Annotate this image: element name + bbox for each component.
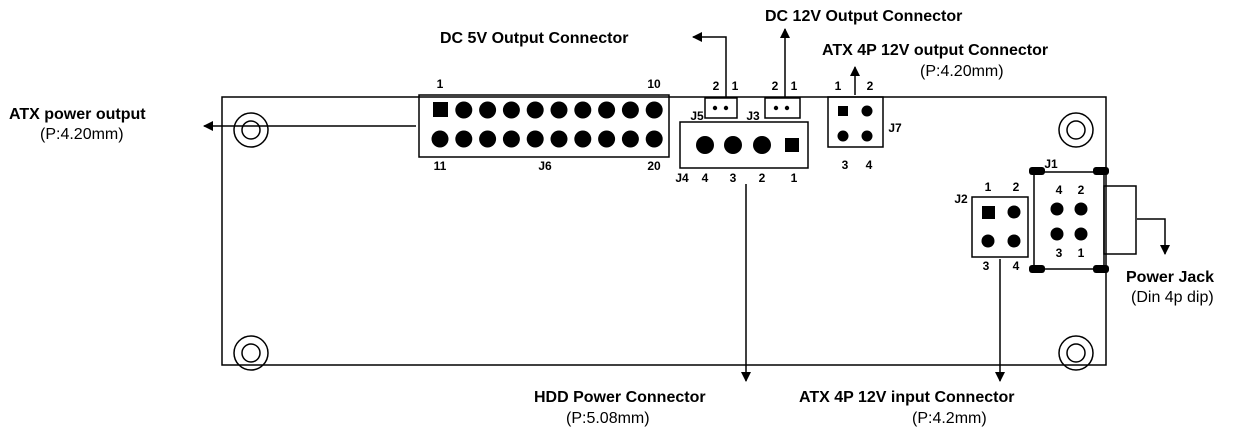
dc12v-output-title: DC 12V Output Connector: [765, 8, 962, 25]
mounting-hole-top-right: [1058, 112, 1094, 148]
dc5v-output-title: DC 5V Output Connector: [440, 30, 628, 47]
pcb-board-outline: [221, 96, 1107, 366]
mounting-hole-bottom-right: [1058, 335, 1094, 371]
j6-pin: [598, 130, 616, 148]
atx4p-output-pitch: (P:4.20mm): [920, 63, 1004, 80]
connector-j4: J4 4 3 2 1: [675, 121, 809, 185]
atx4p-input-title: ATX 4P 12V input Connector: [799, 389, 1014, 406]
j6-pin: [502, 130, 520, 148]
j6-pin: [621, 130, 639, 148]
j3-pin-2-label: 2: [772, 79, 779, 93]
mounting-hole-bottom-left: [233, 335, 269, 371]
j6-pin-10-label: 10: [647, 77, 661, 91]
j5-pin-1-label: 1: [732, 79, 739, 93]
hdd-power-pitch: (P:5.08mm): [566, 410, 650, 427]
j1-pin-1-label: 1: [1078, 246, 1085, 260]
j6-pin: [526, 130, 544, 148]
j7-pin-1-label: 1: [835, 79, 842, 93]
j6-pin: [645, 130, 663, 148]
j6-pin: [455, 130, 473, 148]
j6-ref-label: J6: [538, 159, 552, 173]
connector-j5: 2 1 J5: [690, 79, 738, 123]
j2-pin-2-label: 2: [1013, 180, 1020, 194]
j1-pin-2-label: 2: [1078, 183, 1085, 197]
mounting-hole-top-left: [233, 112, 269, 148]
j4-pin-1-label: 1: [791, 171, 798, 185]
j1-pin-3-label: 3: [1056, 246, 1063, 260]
j6-pin: [598, 101, 616, 119]
j2-pin-1-label: 1: [985, 180, 992, 194]
j6-pin: [645, 101, 663, 119]
connector-j1: 4 2 3 1 J1: [1029, 157, 1137, 273]
j6-pin: [479, 130, 497, 148]
j2-ref-label: J2: [954, 192, 968, 206]
j4-pin-2-label: 2: [759, 171, 766, 185]
j3-ref-label: J3: [746, 109, 760, 123]
connector-j3: 2 1 J3: [746, 79, 801, 123]
connector-j2: 1 2 3 4 J2: [954, 180, 1029, 273]
j5-pin-2-label: 2: [713, 79, 720, 93]
power-jack-pointer: [1137, 218, 1170, 255]
j4-pin-3-label: 3: [730, 171, 737, 185]
j2-pin-4-label: 4: [1013, 259, 1020, 273]
j1-pin-4-label: 4: [1056, 183, 1063, 197]
atx-power-output-title: ATX power output: [9, 106, 146, 123]
j6-pin: [526, 101, 544, 119]
j6-pin: [550, 130, 568, 148]
j7-pin-3-label: 3: [842, 158, 849, 172]
connector-j6: 1 10 11 20 J6: [418, 77, 670, 173]
j6-pin: [550, 101, 568, 119]
j6-pin: [574, 101, 592, 119]
j6-pin-11-label: 11: [434, 159, 447, 173]
j7-pin-2-label: 2: [867, 79, 874, 93]
hdd-power-title: HDD Power Connector: [534, 389, 706, 406]
j2-pin-3-label: 3: [983, 259, 990, 273]
j4-pin-4-label: 4: [702, 171, 709, 185]
power-jack-title: Power Jack: [1126, 269, 1214, 286]
j6-pin: [479, 101, 497, 119]
j7-ref-label: J7: [888, 121, 902, 135]
j6-pin-20-label: 20: [647, 159, 661, 173]
j6-pin: [574, 130, 592, 148]
j6-pin-1-label: 1: [437, 77, 444, 91]
j3-pin-1-label: 1: [791, 79, 798, 93]
dc5v-output-pointer: [692, 32, 727, 97]
atx-power-output-pitch: (P:4.20mm): [40, 126, 124, 143]
j6-pin: [455, 101, 473, 119]
j4-ref-label: J4: [675, 171, 689, 185]
atx4p-input-pitch: (P:4.2mm): [912, 410, 987, 427]
j6-pin: [621, 101, 639, 119]
connector-j7: 1 2 3 4 J7: [827, 79, 902, 172]
atx4p-output-title: ATX 4P 12V output Connector: [822, 42, 1048, 59]
j6-pin: [431, 130, 449, 148]
j6-pin: [502, 101, 520, 119]
j1-ref-label: J1: [1044, 157, 1058, 171]
power-jack-pitch: (Din 4p dip): [1131, 289, 1214, 306]
j5-ref-label: J5: [690, 109, 704, 123]
j7-pin-4-label: 4: [866, 158, 873, 172]
